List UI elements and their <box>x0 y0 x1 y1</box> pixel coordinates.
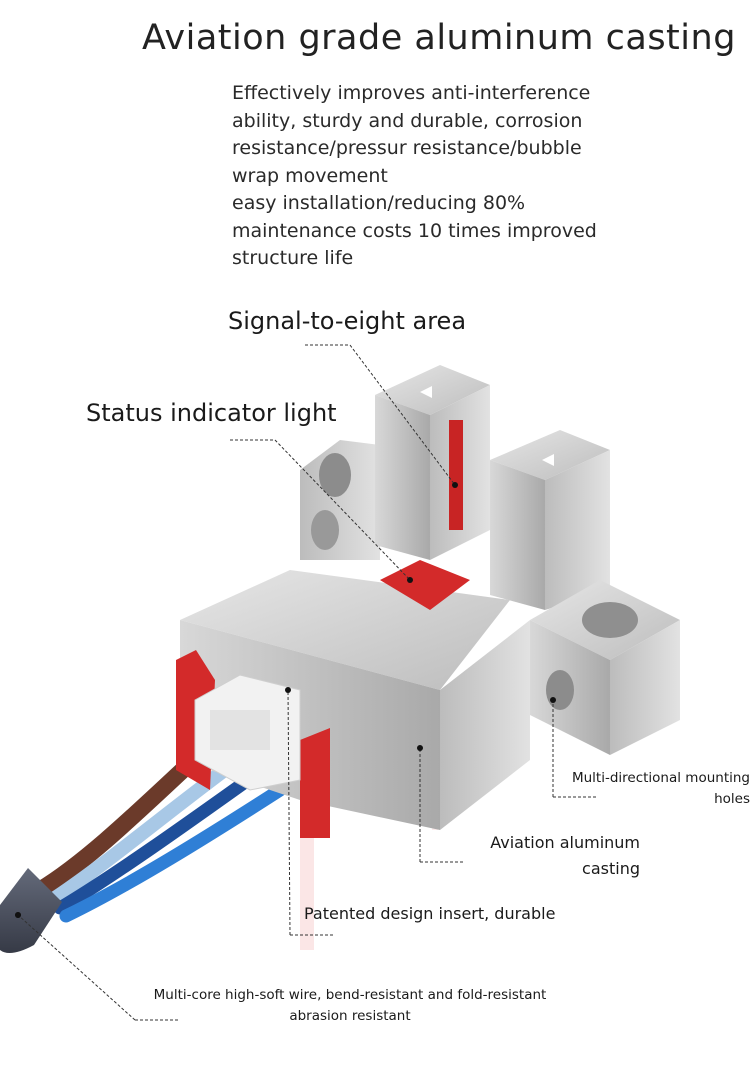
cable-jacket <box>0 868 62 954</box>
leader-lines <box>17 344 597 1021</box>
description-line: easy installation/reducing 80% <box>232 192 526 214</box>
description-line: wrap movement <box>232 164 388 187</box>
right-upright <box>490 430 610 610</box>
rear-left-block <box>300 440 380 560</box>
description-block: Effectively improves anti-interference a… <box>232 80 632 273</box>
callout-aluminum-casting: Aviation aluminum casting <box>440 830 640 882</box>
description-line: resistance/pressur resistance/bubble <box>232 137 582 159</box>
description-line: maintenance costs 10 times improved <box>232 219 597 242</box>
description-line: Effectively improves anti-interference <box>232 82 591 104</box>
callout-insert: Patented design insert, durable <box>304 904 556 923</box>
callout-mounting-holes: Multi-directional mounting holes <box>490 768 750 810</box>
page-title: Aviation grade aluminum casting <box>142 18 736 58</box>
callout-mounting-holes-line: Multi-directional mounting <box>571 770 750 786</box>
description-line: structure life <box>232 247 354 269</box>
left-upright <box>375 365 490 560</box>
mounting-block <box>530 580 680 755</box>
callout-status-light: Status indicator light <box>86 399 337 427</box>
callout-aluminum-line: Aviation aluminum <box>490 833 640 852</box>
connector-plug <box>194 674 301 791</box>
callout-signal-area: Signal-to-eight area <box>228 307 467 335</box>
description-line: ability, sturdy and durable, corrosion <box>232 109 583 132</box>
callout-wire: Multi-core high-soft wire, bend-resistan… <box>140 985 560 1027</box>
callout-mounting-holes-line: holes <box>714 791 750 807</box>
callout-wire-line: abrasion resistant <box>289 1008 411 1024</box>
status-led <box>380 560 470 610</box>
callout-aluminum-line: casting <box>582 859 640 878</box>
leader-dots <box>15 482 556 918</box>
callout-wire-line: Multi-core high-soft wire, bend-resistan… <box>153 987 547 1003</box>
